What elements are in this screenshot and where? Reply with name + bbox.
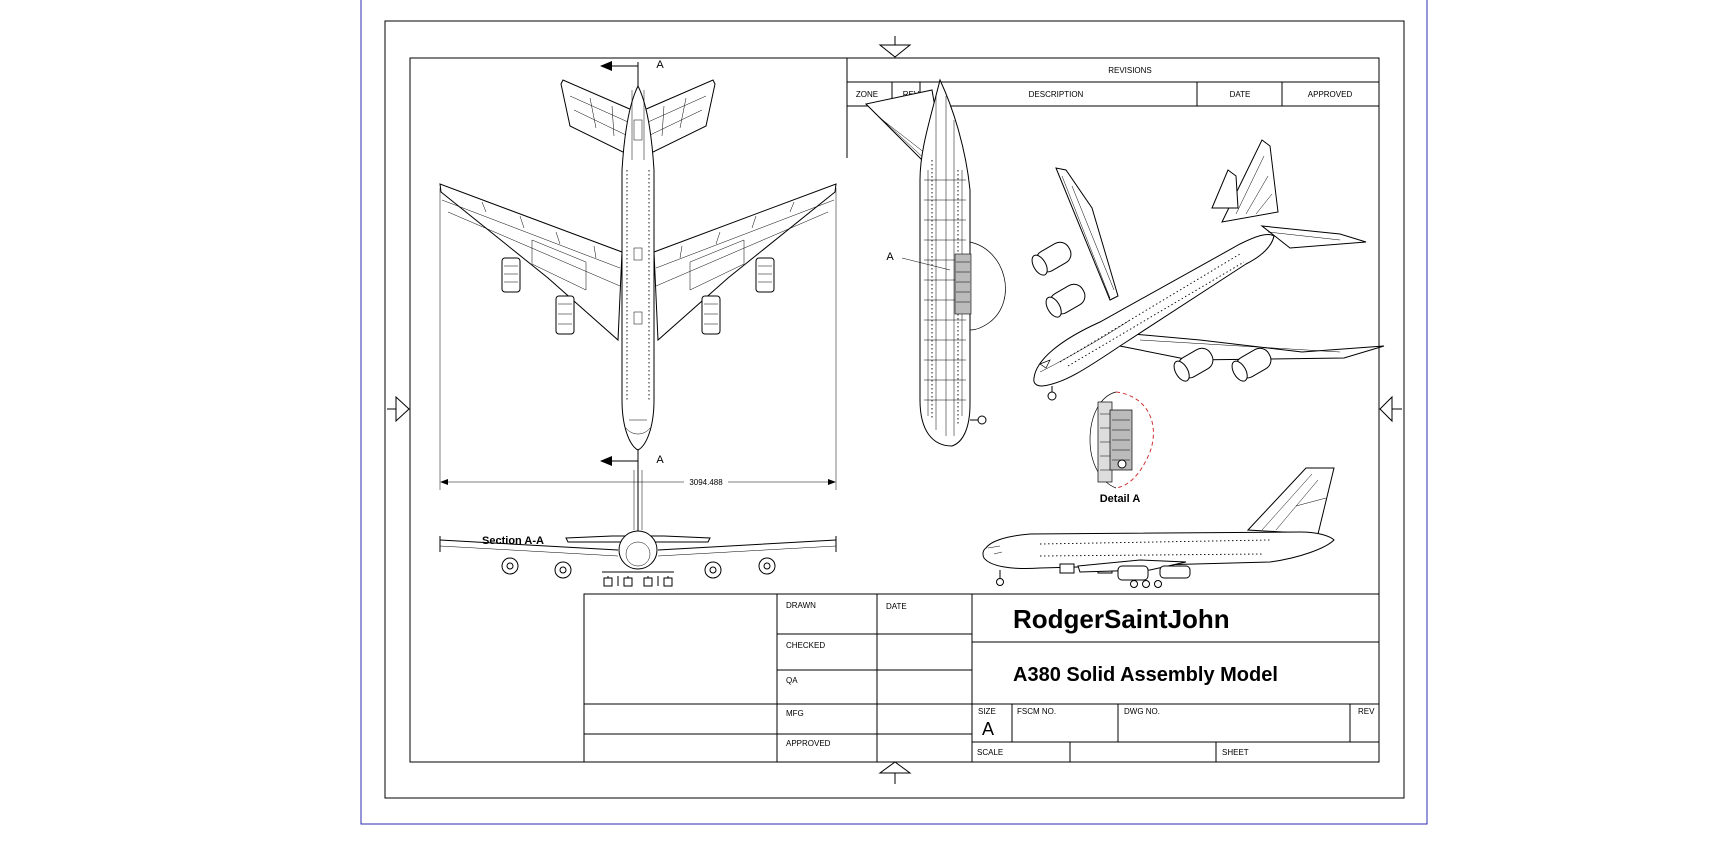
- tb-fscm-label: FSCM NO.: [1017, 707, 1056, 716]
- section-marker-bottom: A: [656, 454, 664, 466]
- tb-qa-label: QA: [786, 676, 798, 685]
- tb-size-label: SIZE: [978, 707, 996, 716]
- outer-border: [384, 20, 1405, 799]
- tb-rev-label: REV: [1358, 707, 1375, 716]
- tb-size-value: A: [982, 719, 994, 739]
- top-view-airplane: A A 3094.488: [439, 59, 837, 490]
- rev-col-description: DESCRIPTION: [1029, 90, 1084, 99]
- tb-approved-label: APPROVED: [786, 739, 831, 748]
- rev-col-zone: ZONE: [856, 90, 878, 99]
- cutaway-view-airplane: A: [864, 78, 1006, 447]
- tb-checked-label: CHECKED: [786, 641, 825, 650]
- section-marker-top: A: [656, 59, 664, 71]
- tb-drawn-label: DRAWN: [786, 601, 816, 610]
- tb-mfg-label: MFG: [786, 709, 804, 718]
- dimension-wingspan: 3094.488: [689, 478, 723, 487]
- centering-marks: [387, 36, 1402, 784]
- tb-dwg-label: DWG NO.: [1124, 707, 1160, 716]
- front-view-section: Section A-A: [439, 470, 837, 587]
- tb-sheet-label: SHEET: [1222, 748, 1249, 757]
- detail-view-label: Detail A: [1100, 493, 1141, 505]
- detail-a-view: Detail A: [1089, 391, 1154, 505]
- tb-drawing-title: A380 Solid Assembly Model: [1013, 664, 1278, 686]
- isometric-view-airplane: [1031, 139, 1385, 401]
- paper-outline: [360, 0, 1428, 825]
- detail-marker: A: [886, 251, 894, 263]
- tb-company-name: RodgerSaintJohn: [1013, 604, 1230, 634]
- tb-scale-label: SCALE: [977, 748, 1003, 757]
- revisions-title: REVISIONS: [1108, 66, 1152, 75]
- side-profile-airplane: [982, 467, 1335, 588]
- rev-col-date: DATE: [1230, 90, 1251, 99]
- rev-col-approved: APPROVED: [1308, 90, 1353, 99]
- title-block: DRAWN DATE CHECKED QA MFG APPROVED Rodge…: [583, 593, 1380, 763]
- tb-date-label: DATE: [886, 602, 907, 611]
- section-view-label: Section A-A: [482, 535, 544, 547]
